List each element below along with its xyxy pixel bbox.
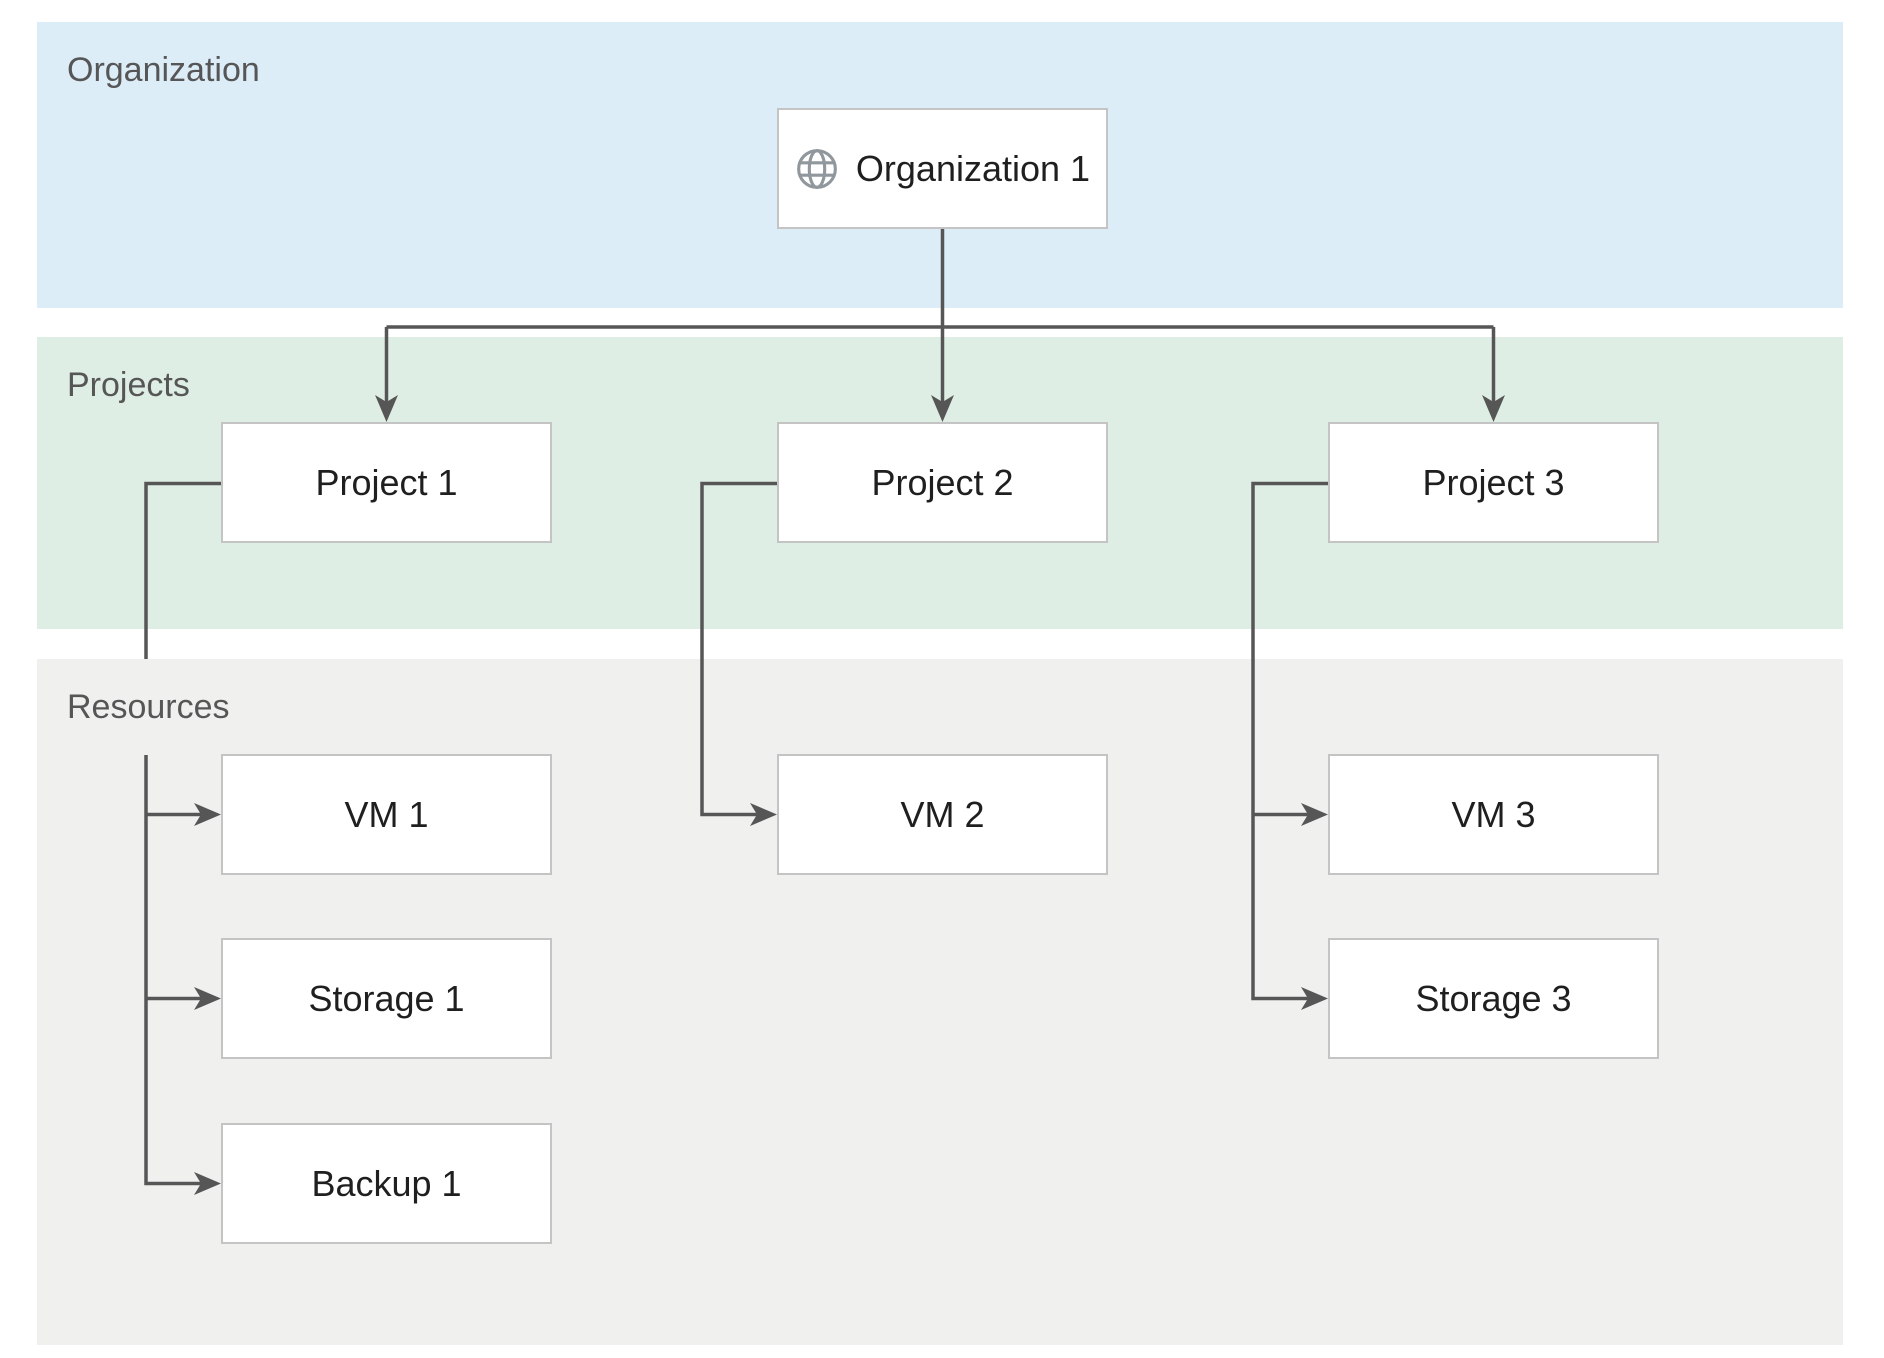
node-storage-1[interactable]: Storage 1 xyxy=(221,938,552,1059)
node-project-3-label: Project 3 xyxy=(1422,461,1565,503)
node-project-3[interactable]: Project 3 xyxy=(1328,422,1659,543)
node-vm-1[interactable]: VM 1 xyxy=(221,754,552,875)
node-storage-3-label: Storage 3 xyxy=(1415,977,1572,1019)
node-backup-1-label: Backup 1 xyxy=(311,1162,462,1204)
node-vm-3[interactable]: VM 3 xyxy=(1328,754,1659,875)
node-project-1[interactable]: Project 1 xyxy=(221,422,552,543)
node-project-2[interactable]: Project 2 xyxy=(777,422,1108,543)
node-vm-2-label: VM 2 xyxy=(900,793,985,835)
node-storage-3[interactable]: Storage 3 xyxy=(1328,938,1659,1059)
band-resources-label: Resources xyxy=(60,659,260,755)
node-organization-1-label: Organization 1 xyxy=(855,147,1091,189)
node-vm-2[interactable]: VM 2 xyxy=(777,754,1108,875)
node-backup-1[interactable]: Backup 1 xyxy=(221,1123,552,1244)
node-project-1-label: Project 1 xyxy=(315,461,458,503)
node-vm-3-label: VM 3 xyxy=(1451,793,1536,835)
node-vm-1-label: VM 1 xyxy=(344,793,429,835)
node-storage-1-label: Storage 1 xyxy=(308,977,465,1019)
node-organization-1[interactable]: Organization 1 xyxy=(777,108,1108,229)
band-projects-label: Projects xyxy=(60,337,220,433)
band-organization-label: Organization xyxy=(60,22,290,118)
node-project-2-label: Project 2 xyxy=(871,461,1014,503)
globe-icon xyxy=(795,147,839,191)
